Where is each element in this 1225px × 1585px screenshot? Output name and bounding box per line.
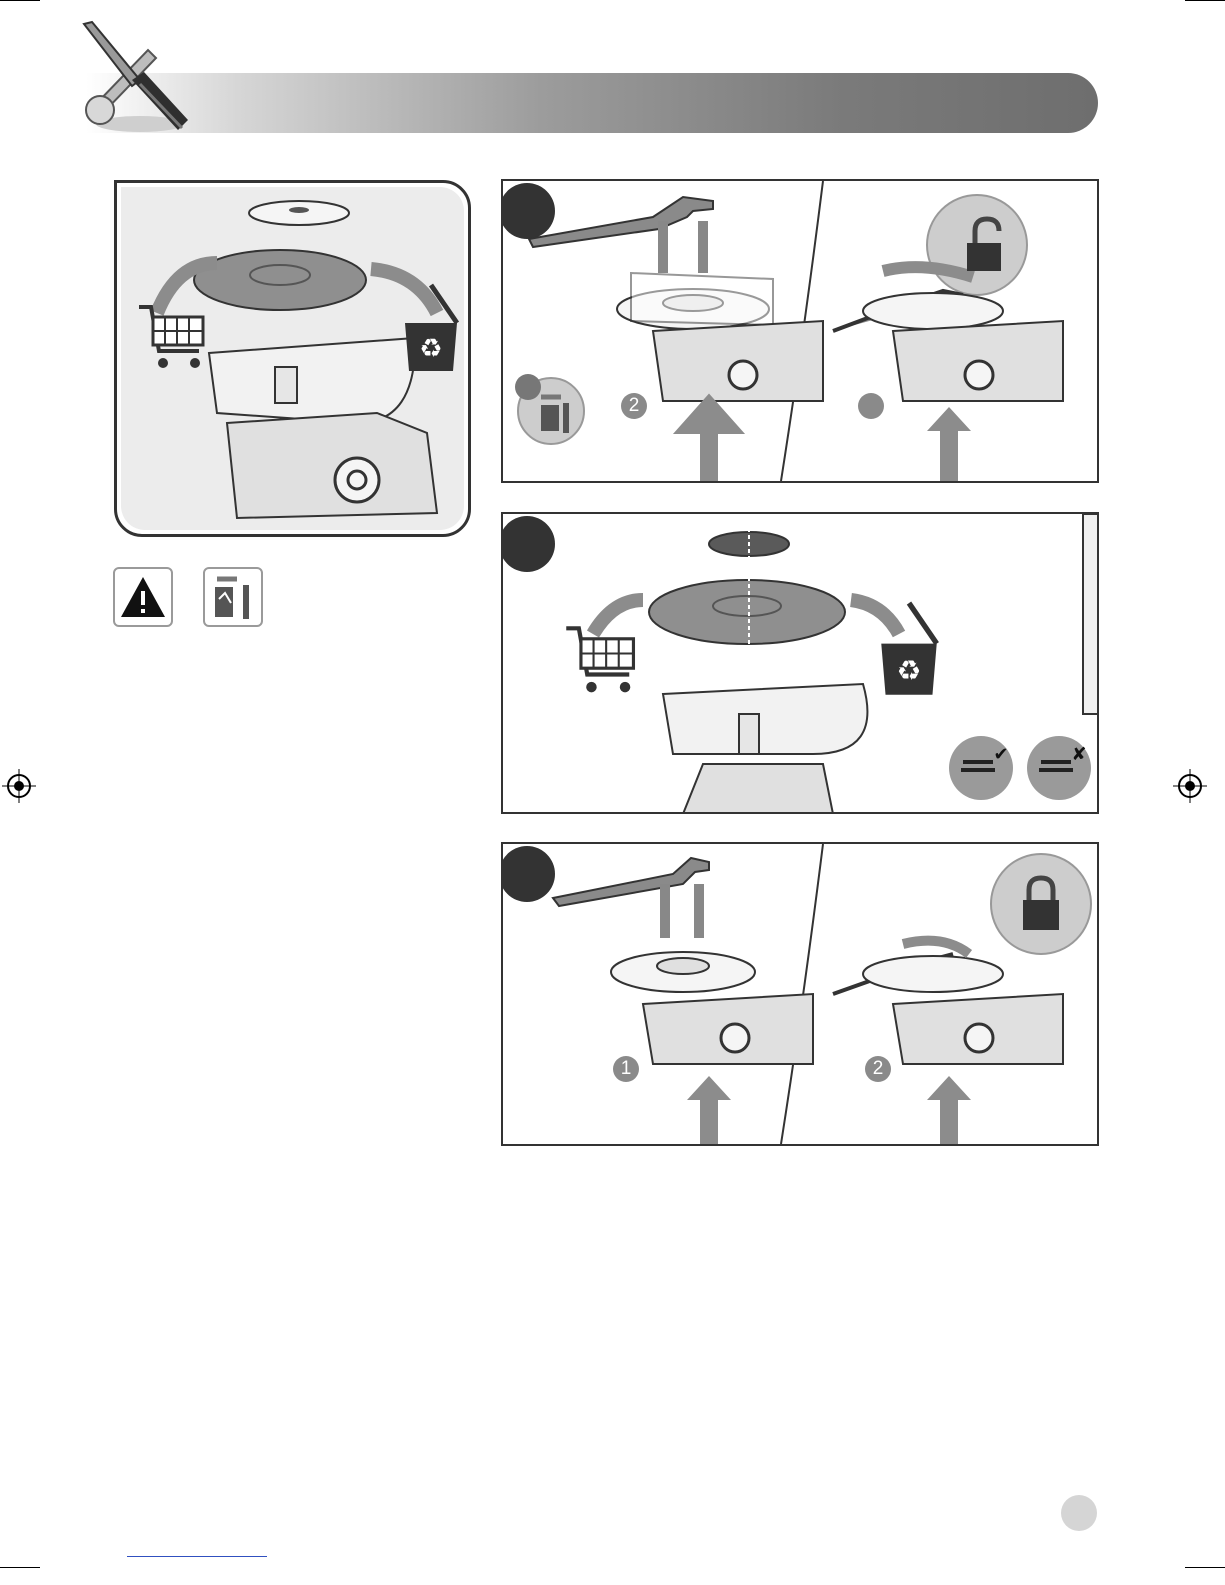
manual-reference-icon-box (203, 567, 263, 627)
flange-wrong-badge: ✘ (1027, 736, 1091, 800)
svg-text:♻: ♻ (419, 334, 442, 364)
registration-mark-left-icon (2, 769, 36, 803)
lock-closed-icon (1009, 872, 1073, 936)
step-three-badge-1: 1 (613, 1056, 639, 1082)
step-one-panel: 2 (501, 179, 1099, 483)
footer-link-line (127, 1556, 267, 1557)
step-one-badge-c (858, 393, 884, 419)
shopping-cart-icon (561, 622, 645, 706)
svg-text:♻: ♻ (897, 654, 922, 687)
warning-icon (115, 569, 171, 625)
crop-mark-bottom-right (1185, 1567, 1225, 1568)
overview-panel: ♻ (114, 180, 471, 537)
recycle-bin-icon: ♻ (401, 283, 461, 375)
flange-correct-badge: ✔ (949, 736, 1013, 800)
recycle-bin-icon: ♻ (877, 600, 941, 700)
shopping-cart-icon (137, 301, 211, 381)
step-two-panel: ♻ ✔ ✘ (501, 512, 1099, 814)
section-header-bar (86, 73, 1098, 133)
step-one-badge-b: 2 (621, 393, 647, 419)
svg-text:✘: ✘ (1071, 744, 1086, 765)
crop-mark-top-right (1185, 0, 1225, 1)
page-number-marker (1061, 1495, 1097, 1531)
step-three-badge-2: 2 (865, 1056, 891, 1082)
flange-wrong-icon: ✘ (1027, 736, 1091, 800)
tools-icon (78, 20, 198, 136)
lock-open-icon (953, 211, 1023, 281)
crop-mark-bottom-left (0, 1567, 40, 1568)
svg-text:✔: ✔ (993, 744, 1008, 765)
warning-icon-box (113, 567, 173, 627)
registration-mark-right-icon (1173, 769, 1207, 803)
step-three-panel: 1 2 (501, 842, 1099, 1146)
crop-mark-top-left (0, 0, 40, 1)
step-one-badge-a (515, 374, 541, 400)
manual-reference-icon (205, 569, 261, 625)
flange-correct-icon: ✔ (949, 736, 1013, 800)
